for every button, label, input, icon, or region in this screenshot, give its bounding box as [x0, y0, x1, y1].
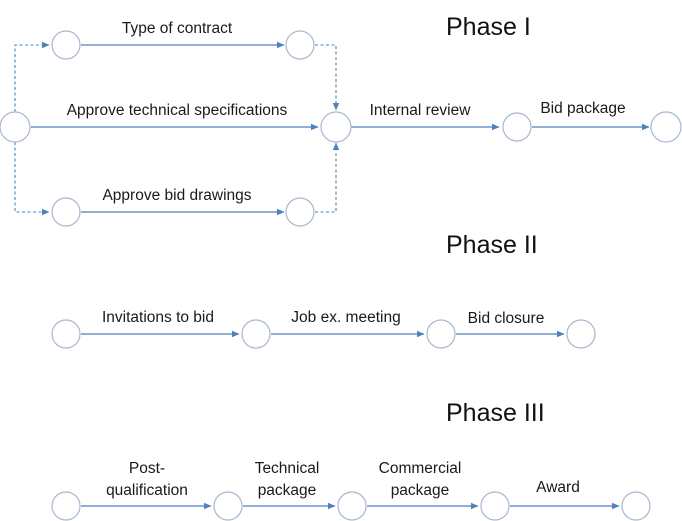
dashed-connector-right-bottom [315, 142, 340, 213]
node-p3-technical [337, 491, 367, 521]
node-p2-meeting [426, 319, 456, 349]
label-type-of-contract: Type of contract [122, 20, 233, 37]
phase-2-title: Phase II [446, 231, 538, 259]
node-p2-invitations [241, 319, 271, 349]
dashed-connector-right-top [315, 44, 340, 111]
phase-3-title: Phase III [446, 399, 545, 427]
label-commercial-package-line-1: Commercial [379, 460, 462, 477]
node-p1-start [0, 111, 31, 143]
node-p1-merge [320, 111, 352, 143]
label-approve-technical-specifications: Approve technical specifications [67, 102, 288, 119]
node-p1-review [502, 112, 532, 142]
node-p1-end [650, 111, 682, 143]
label-award: Award [536, 479, 580, 496]
label-bid-package: Bid package [540, 100, 625, 117]
node-p3-commercial [480, 491, 510, 521]
label-post-qualification-line-1: Post- [129, 460, 165, 477]
node-p1-bottom-left [51, 197, 81, 227]
label-technical-package-line-1: Technical [255, 460, 320, 477]
node-p3-post-qualification [213, 491, 243, 521]
node-p1-bottom-right [285, 197, 315, 227]
phase-1-title: Phase I [446, 13, 531, 41]
label-approve-bid-drawings: Approve bid drawings [102, 187, 251, 204]
node-p1-top-left [51, 30, 81, 60]
dashed-connector-bottom [14, 142, 50, 216]
label-post-qualification-line-2: qualification [106, 482, 188, 499]
label-job-ex-meeting: Job ex. meeting [291, 309, 400, 326]
node-p2-start [51, 319, 81, 349]
label-commercial-package-line-2: package [391, 482, 450, 499]
label-technical-package-line-2: package [258, 482, 317, 499]
node-p2-end [566, 319, 596, 349]
label-internal-review: Internal review [370, 102, 472, 119]
label-invitations-to-bid: Invitations to bid [102, 309, 214, 326]
dashed-connector-top [14, 41, 50, 112]
node-p3-start [51, 491, 81, 521]
label-bid-closure: Bid closure [468, 310, 545, 327]
node-p3-end [621, 491, 651, 521]
node-p1-top-right [285, 30, 315, 60]
